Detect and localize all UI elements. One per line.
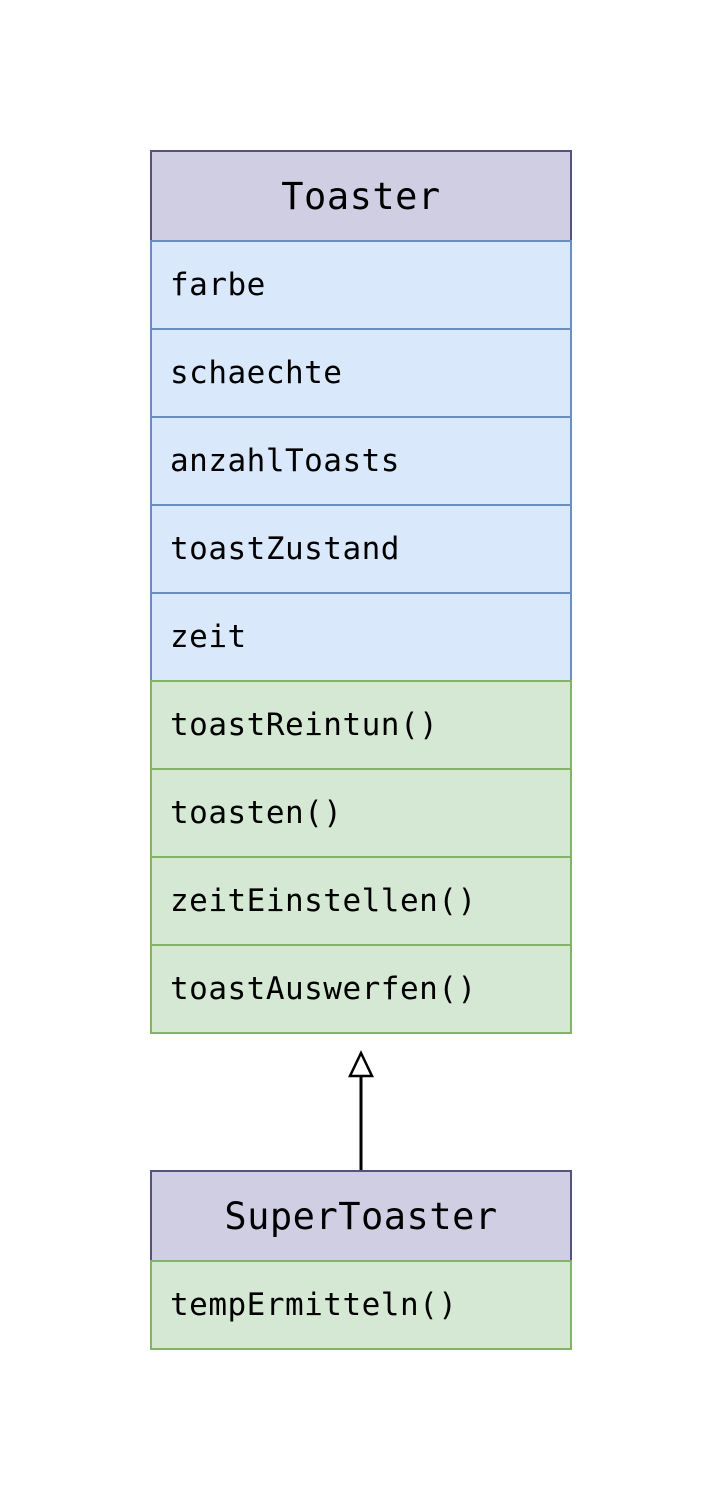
attribute-schaechte: schaechte bbox=[150, 328, 572, 418]
inheritance-arrowhead-icon bbox=[348, 1050, 374, 1078]
method-toasten: toasten() bbox=[150, 768, 572, 858]
method-toast-auswerfen: toastAuswerfen() bbox=[150, 944, 572, 1034]
attribute-farbe: farbe bbox=[150, 240, 572, 330]
supertoaster-class-name: SuperToaster bbox=[150, 1170, 572, 1262]
toaster-class-name: Toaster bbox=[150, 150, 572, 242]
toaster-class[interactable]: Toaster farbe schaechte anzahlToasts toa… bbox=[150, 150, 572, 1034]
method-zeit-einstellen: zeitEinstellen() bbox=[150, 856, 572, 946]
attribute-zeit: zeit bbox=[150, 592, 572, 682]
attribute-toast-zustand: toastZustand bbox=[150, 504, 572, 594]
method-toast-reintun: toastReintun() bbox=[150, 680, 572, 770]
supertoaster-class[interactable]: SuperToaster tempErmitteln() bbox=[150, 1170, 572, 1350]
method-temp-ermitteln: tempErmitteln() bbox=[150, 1260, 572, 1350]
attribute-anzahl-toasts: anzahlToasts bbox=[150, 416, 572, 506]
